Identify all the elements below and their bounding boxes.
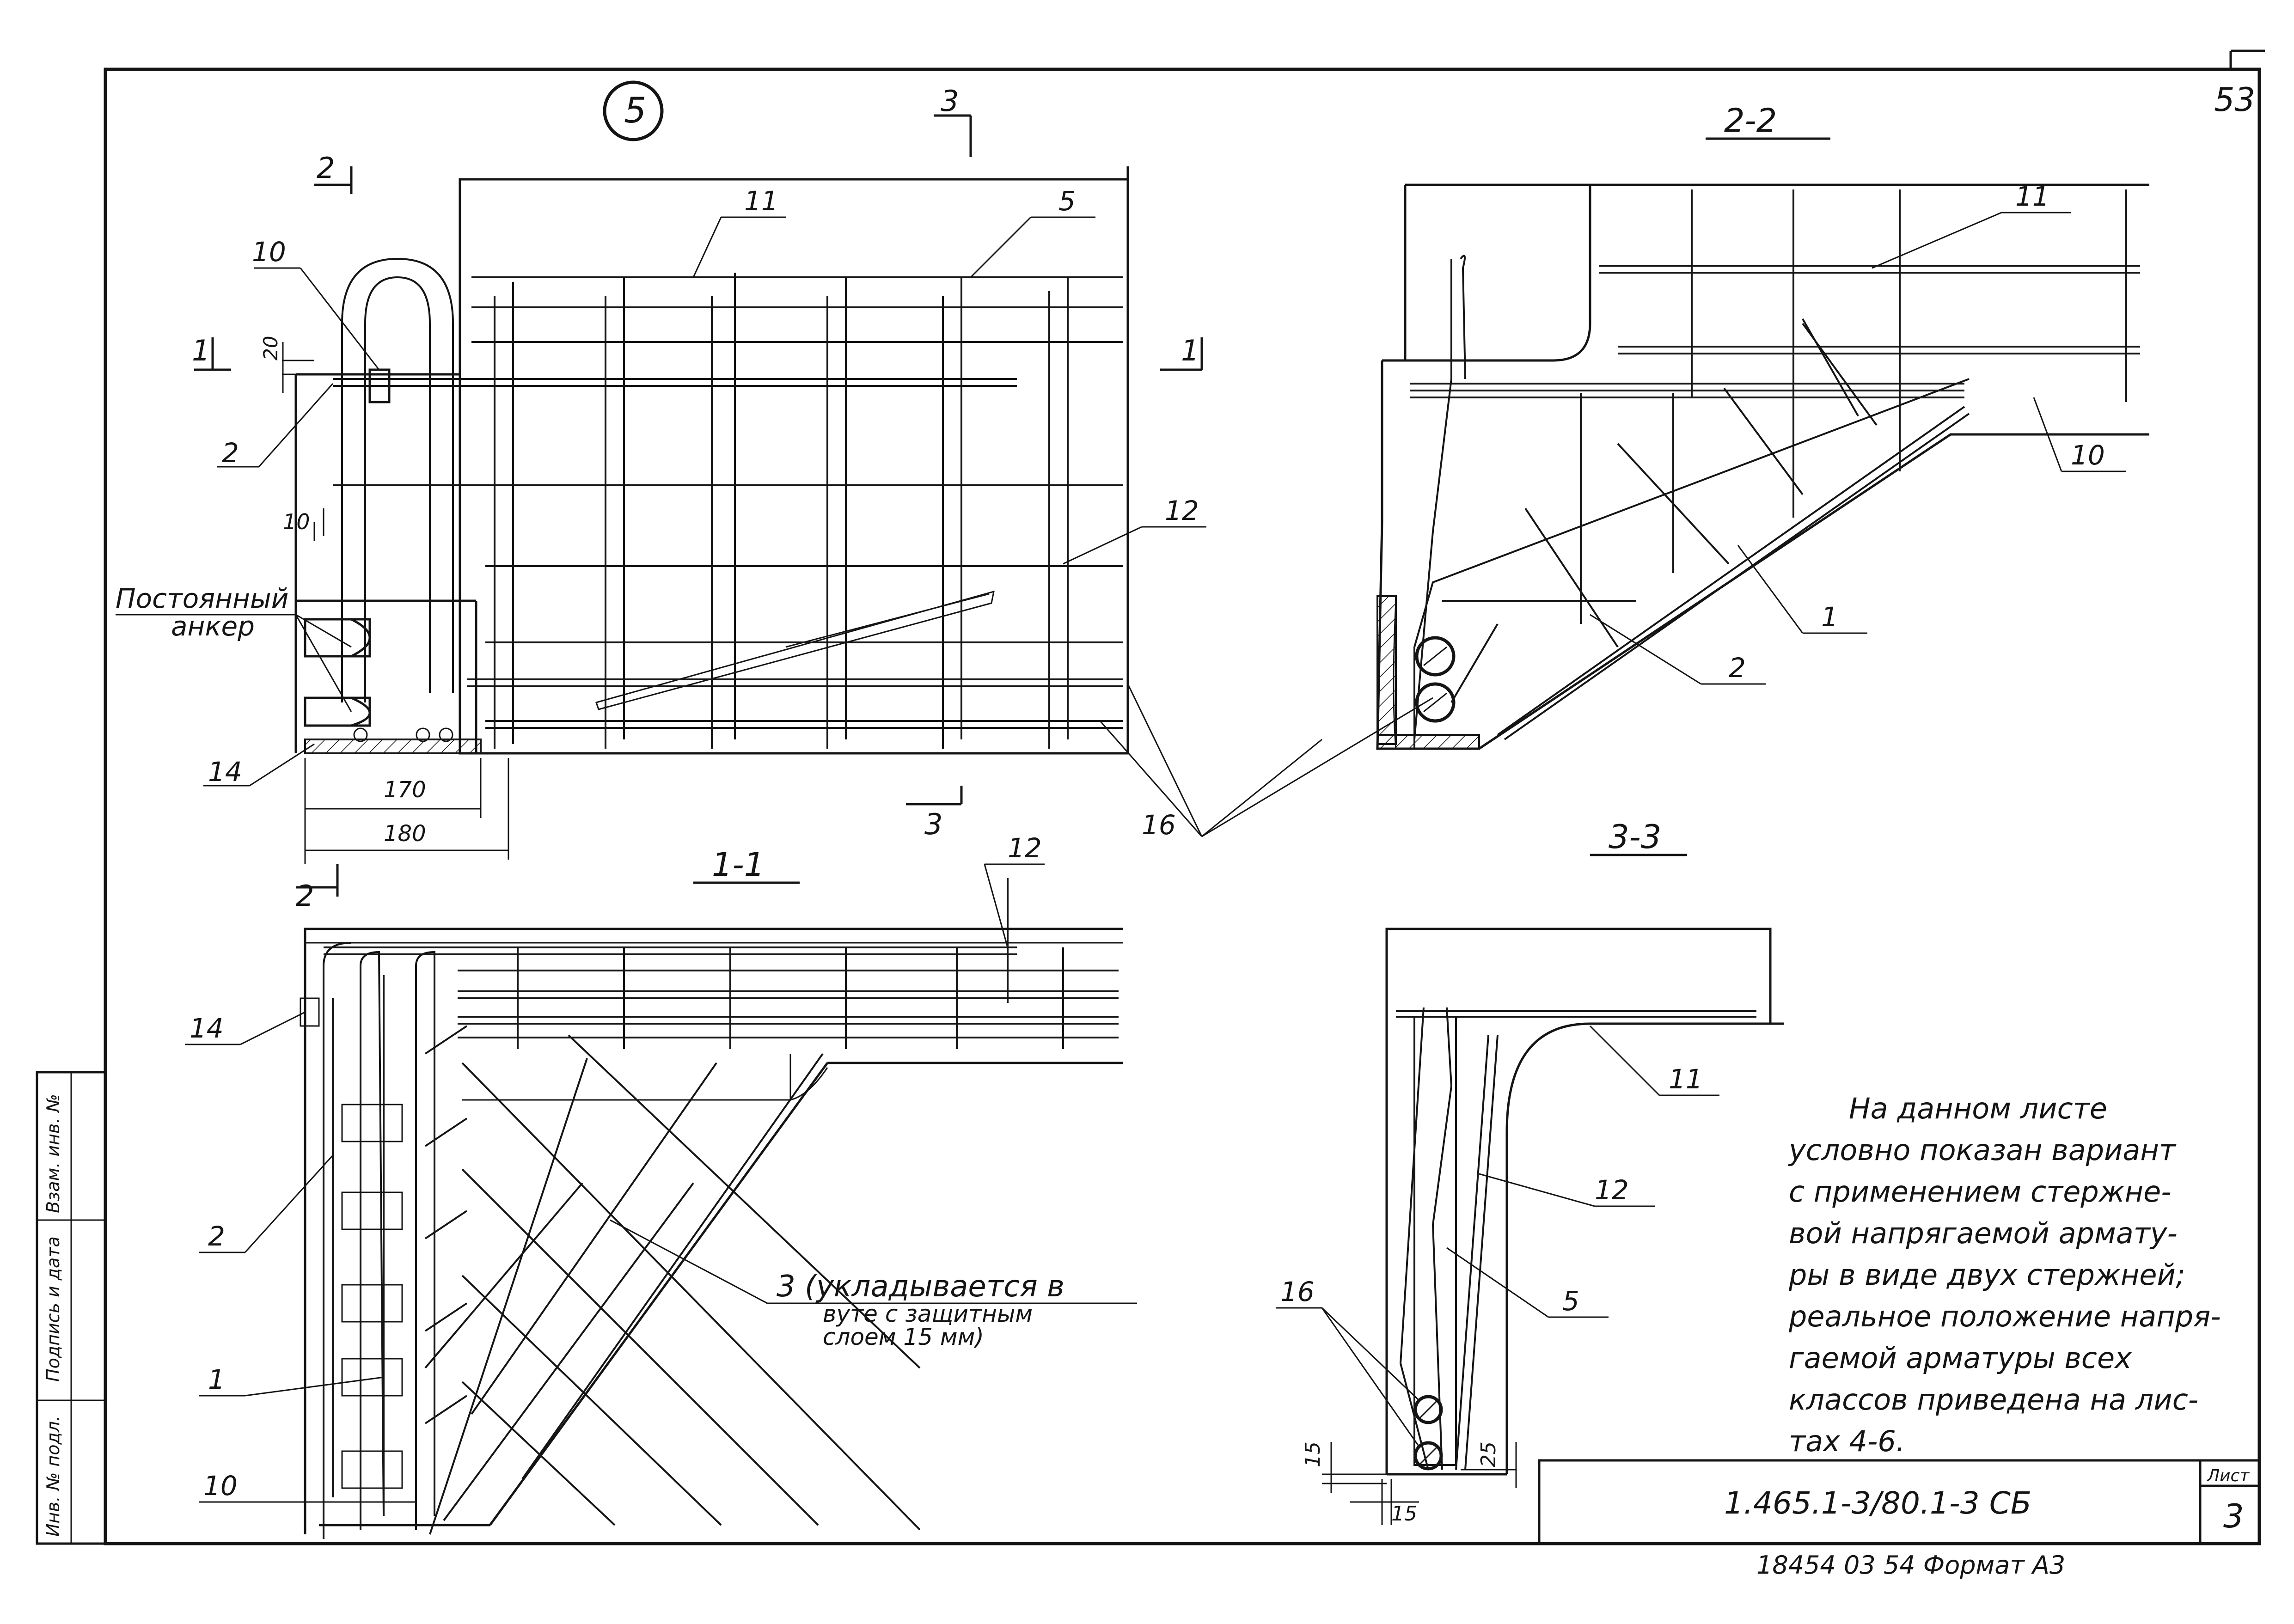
front-horizontal-bars bbox=[333, 276, 1123, 729]
note-line-9: тах 4-6. bbox=[1789, 1424, 1905, 1458]
s33-dimensions bbox=[1322, 1442, 1517, 1525]
note-line-3: с применением стержне- bbox=[1789, 1175, 2172, 1209]
section-3-3: 3-3 15 15 25 bbox=[1276, 818, 1784, 1526]
cut-2-top: 2 bbox=[317, 151, 335, 185]
note-line-8: классов приведена на лис- bbox=[1789, 1383, 2198, 1416]
section-1-1: 1-1 bbox=[185, 832, 1137, 1539]
s11-short-bars bbox=[424, 1025, 468, 1424]
s33-dim-25: 25 bbox=[1477, 1441, 1500, 1467]
section-3-3-title: 3-3 bbox=[1609, 818, 1661, 856]
cut-3-bottom: 3 bbox=[924, 807, 942, 841]
label-pos-12: 12 bbox=[1165, 495, 1199, 526]
s11-label-pos-2: 2 bbox=[208, 1221, 225, 1252]
front-view: 5 bbox=[116, 80, 1433, 913]
s22-label-pos-11: 11 bbox=[2015, 181, 2049, 212]
note-line-4: вой напрягаемой армату- bbox=[1789, 1216, 2178, 1250]
s33-dim-15-horizontal: 15 bbox=[1391, 1502, 1417, 1526]
dim-170: 170 bbox=[384, 777, 426, 803]
page-number: 53 bbox=[2214, 81, 2255, 119]
s11-label-pos-10: 10 bbox=[203, 1470, 238, 1502]
front-leaders bbox=[116, 216, 1433, 837]
s33-leaders bbox=[1276, 1025, 1719, 1447]
dim-10: 10 bbox=[283, 509, 310, 534]
s11-label-pos-3-line1: 3 (укладывается в bbox=[777, 1270, 1064, 1304]
s22-cross-bars bbox=[1442, 318, 1878, 703]
s11-leaders bbox=[185, 863, 1137, 1503]
s22-label-pos-10: 10 bbox=[2071, 440, 2105, 471]
note-line-5: ры в виде двух стержней; bbox=[1788, 1258, 2185, 1292]
dim-180: 180 bbox=[384, 821, 426, 847]
label-pos-11: 11 bbox=[744, 185, 778, 217]
front-dimensions bbox=[282, 342, 509, 864]
stamp-inv-orig: Инв. № подл. bbox=[43, 1416, 63, 1537]
s11-top-ticks bbox=[517, 878, 1064, 1049]
note-line-7: гаемой арматуры всех bbox=[1789, 1341, 2132, 1375]
s11-vertical-bars bbox=[323, 942, 435, 1539]
stamp-replace-inv: Взам. инв. № bbox=[43, 1094, 63, 1213]
s33-label-pos-16: 16 bbox=[1280, 1276, 1315, 1307]
s11-label-pos-14: 14 bbox=[190, 1013, 224, 1044]
label-pos-16: 16 bbox=[1142, 809, 1176, 841]
sheet-label: Лист bbox=[2206, 1466, 2250, 1485]
document-code: 1.465.1-3/80.1-3 СБ bbox=[1724, 1485, 2031, 1521]
label-pos-5: 5 bbox=[1058, 185, 1076, 217]
side-stamp: Инв. № подл. Подпись и дата Взам. инв. № bbox=[43, 1094, 63, 1537]
cut-1-left: 1 bbox=[192, 334, 210, 367]
cut-2-bottom: 2 bbox=[296, 879, 314, 913]
label-anchor-line2: анкер bbox=[171, 611, 255, 642]
s11-label-pos-3-line2: вуте с защитным bbox=[823, 1300, 1033, 1327]
front-vertical-bars bbox=[494, 273, 1069, 749]
s22-label-pos-2: 2 bbox=[1729, 652, 1746, 684]
s22-leaders bbox=[1590, 212, 2126, 685]
sheet-number: 3 bbox=[2223, 1497, 2244, 1535]
s33-label-pos-11: 11 bbox=[1669, 1063, 1703, 1095]
cut-3-top: 3 bbox=[941, 84, 959, 118]
s33-dim-15-vertical: 15 bbox=[1301, 1441, 1325, 1467]
view-number: 5 bbox=[624, 90, 646, 131]
s11-haunch-bars bbox=[424, 1034, 921, 1535]
s11-stirrup-blocks bbox=[341, 1104, 403, 1489]
note-line-2: условно показан вариант bbox=[1788, 1133, 2177, 1167]
note-line-6: реальное положение напря- bbox=[1788, 1300, 2221, 1333]
stamp-sign-date: Подпись и дата bbox=[43, 1236, 63, 1382]
dim-20: 20 bbox=[259, 336, 282, 360]
section-2-2-title: 2-2 bbox=[1724, 102, 1777, 140]
s22-horizontal-bars bbox=[1410, 265, 2140, 398]
label-pos-10: 10 bbox=[252, 236, 286, 268]
label-pos-14: 14 bbox=[208, 756, 242, 788]
s11-label-pos-1: 1 bbox=[208, 1364, 225, 1395]
footer-format: 18454 03 54 Формат А3 bbox=[1756, 1551, 2065, 1580]
section-2-2: 2-2 bbox=[1376, 102, 2149, 750]
note-line-1: На данном листе bbox=[1849, 1092, 2107, 1125]
s22-label-pos-1: 1 bbox=[1821, 601, 1838, 633]
view-number-circle bbox=[603, 80, 664, 141]
cut-1-right: 1 bbox=[1181, 334, 1199, 367]
s11-label-pos-12: 12 bbox=[1008, 832, 1042, 864]
s11-label-pos-3-line3: слоем 15 мм) bbox=[823, 1324, 984, 1350]
label-pos-2: 2 bbox=[222, 437, 239, 469]
section-1-1-title: 1-1 bbox=[712, 846, 765, 884]
general-note: На данном листе условно показан вариант … bbox=[1788, 1092, 2221, 1458]
label-anchor-line1: Постоянный bbox=[116, 583, 288, 614]
drawing-frame bbox=[36, 49, 2265, 1545]
s11-top-bars bbox=[324, 946, 1119, 1038]
s22-vertical-bars bbox=[1580, 189, 2127, 624]
s33-label-pos-12: 12 bbox=[1595, 1174, 1629, 1206]
s33-label-pos-5: 5 bbox=[1562, 1285, 1579, 1317]
